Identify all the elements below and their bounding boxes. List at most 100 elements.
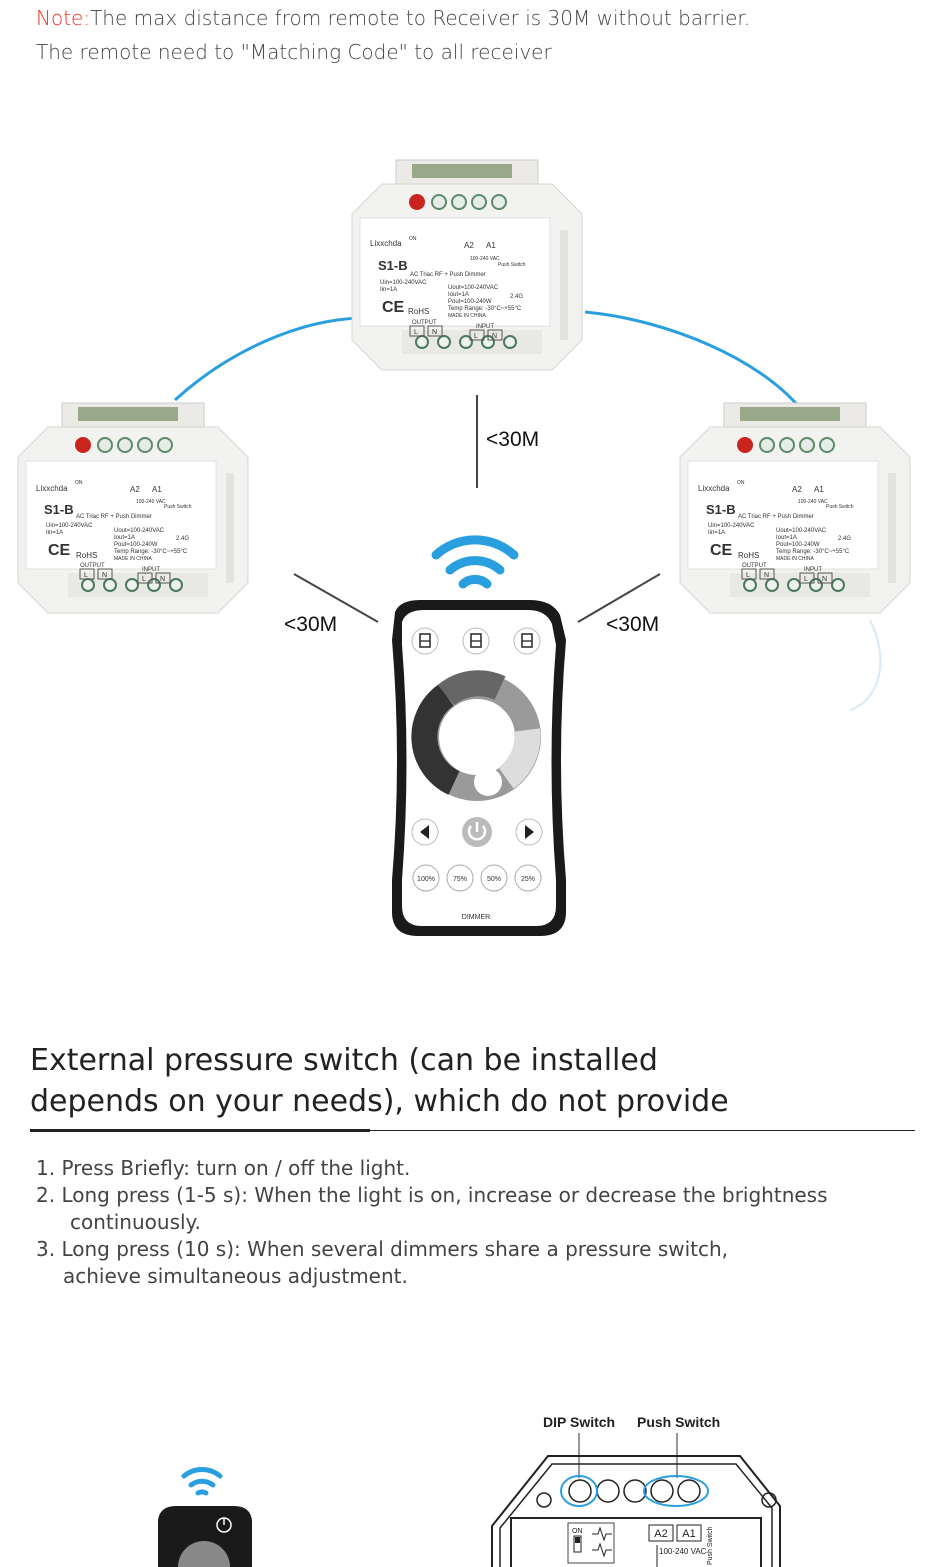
distance-label-right: <30M — [606, 613, 660, 636]
svg-text:CE: CE — [48, 542, 71, 559]
receiver-right-freq: 2.4G — [838, 536, 851, 542]
brightness-25-button[interactable]: 25% — [514, 864, 542, 892]
receiver-uin: Uin=100-240VAC — [380, 280, 427, 286]
receiver-right-pout: Pout=100-240W — [776, 542, 820, 548]
signal-arc-right — [584, 310, 802, 409]
remote-label: DIMMER — [462, 914, 490, 921]
receiver-left-made: MADE IN CHINA — [114, 556, 152, 562]
distance-label-top: <30M — [486, 428, 540, 451]
brightness-100-label: 100% — [417, 876, 435, 883]
distance-line-right — [577, 573, 661, 623]
receiver-right-temp: Temp Range: -30°C~+55°C — [776, 549, 850, 555]
section-heading: External pressure switch (can be install… — [30, 1043, 729, 1119]
receiver-right-rohs: RoHS — [738, 551, 759, 560]
receiver-brand: Lixxchda — [370, 239, 402, 248]
brightness-25-label: 25% — [521, 876, 535, 883]
wifi-small-icon — [181, 1467, 223, 1496]
receiver-left-iout: Iout=1A — [114, 535, 135, 541]
instruction-list: 1. Press Briefly: turn on / off the ligh… — [36, 1155, 828, 1290]
receiver-vac: 100-240 VAC — [470, 256, 500, 262]
wiring-device: ON A2 A1 100-240 VAC Push Switch — [491, 1455, 781, 1567]
receiver-output: OUTPUT — [412, 320, 437, 326]
device-vac: 100-240 VAC — [659, 1547, 707, 1556]
receiver-push: Push Switch — [498, 262, 526, 268]
receiver-left-subtitle: AC Triac RF + Push Dimmer — [76, 514, 152, 520]
receiver-subtitle: AC Triac RF + Push Dimmer — [410, 272, 486, 278]
receiver-left-uin: Uin=100-240VAC — [46, 523, 93, 529]
zone-button-3[interactable] — [513, 627, 541, 655]
note-label: Note: — [36, 6, 91, 30]
heading-divider — [30, 1130, 915, 1131]
remote-small — [158, 1506, 252, 1567]
bottom-diagram: ON A2 A1 100-240 VAC Push Switch — [158, 1433, 781, 1567]
receiver-right-output-n: N — [764, 572, 769, 579]
device-a1: A1 — [682, 1528, 695, 1540]
receiver-left-temp: Temp Range: -30°C~+55°C — [114, 549, 188, 555]
receiver-a1: A1 — [486, 241, 496, 250]
receiver-input-l: L — [474, 333, 478, 340]
receiver-output-l: L — [414, 329, 418, 336]
receiver-right-input-n: N — [822, 576, 827, 583]
device-on-label: ON — [572, 1528, 583, 1535]
distance-line-left — [293, 573, 379, 623]
note-text-1: The max distance from remote to Receiver… — [90, 6, 751, 30]
receiver-a2: A2 — [464, 241, 474, 250]
note-line-2: The remote need to "Matching Code" to al… — [36, 40, 552, 64]
receiver-left-brand: Lixxchda — [36, 484, 68, 493]
zone-button-1[interactable] — [411, 627, 439, 655]
receiver-right-on: ON — [737, 480, 745, 486]
receiver-right-uin: Uin=100-240VAC — [708, 523, 755, 529]
receiver-left-input-n: N — [160, 576, 165, 583]
touch-dial[interactable] — [411, 670, 541, 801]
receiver-right-made: MADE IN CHINA — [776, 556, 814, 562]
receiver-right-a1: A1 — [814, 485, 824, 494]
right-arrow-button[interactable] — [515, 818, 543, 846]
receiver-pout: Pout=100-240W — [448, 299, 492, 305]
receiver-input-n: N — [492, 333, 497, 340]
power-button[interactable] — [462, 817, 492, 847]
brightness-50-button[interactable]: 50% — [480, 864, 508, 892]
receiver-rohs: RoHS — [408, 307, 429, 316]
receiver-left-input: INPUT — [142, 567, 160, 573]
svg-text:CE: CE — [382, 299, 405, 316]
dip-switch-label: DIP Switch — [543, 1414, 616, 1430]
receiver-right-brand: Lixxchda — [698, 484, 730, 493]
device-push-label: Push Switch — [707, 1526, 714, 1565]
note-line-1: Note:The max distance from remote to Rec… — [36, 6, 750, 30]
distance-label-left: <30M — [284, 613, 338, 636]
push-switch-label: Push Switch — [637, 1414, 721, 1430]
receiver-left-output: OUTPUT — [80, 563, 105, 569]
signal-arc-left — [173, 316, 361, 402]
wifi-icon — [431, 535, 519, 589]
receiver-left-on: ON — [75, 480, 83, 486]
receiver-right-output: OUTPUT — [742, 563, 767, 569]
brightness-50-label: 50% — [487, 876, 501, 883]
left-arrow-button[interactable] — [411, 818, 439, 846]
list-item: 2. Long press (1-5 s): When the light is… — [36, 1183, 828, 1207]
receiver-right-input: INPUT — [804, 567, 822, 573]
remote-control: 100% 75% 50% 25% DIMMER — [392, 600, 566, 936]
device-a2: A2 — [654, 1528, 667, 1540]
receiver-right-uout: Uout=100-240VAC — [776, 528, 827, 534]
brightness-75-button[interactable]: 75% — [446, 864, 474, 892]
svg-text:CE: CE — [710, 542, 733, 559]
receiver-model: S1-B — [378, 258, 408, 273]
receiver-made: MADE IN CHINA — [448, 313, 486, 319]
zone-button-2[interactable] — [462, 627, 490, 655]
receiver-right-input-l: L — [804, 576, 808, 583]
receiver-left-a1: A1 — [152, 485, 162, 494]
receiver-right-iout: Iout=1A — [776, 535, 797, 541]
receiver-on: ON — [409, 236, 417, 242]
receiver-right-subtitle: AC Triac RF + Push Dimmer — [738, 514, 814, 520]
receiver-left-rohs: RoHS — [76, 551, 97, 560]
receiver-left-freq: 2.4G — [176, 536, 189, 542]
brightness-100-button[interactable]: 100% — [412, 864, 440, 892]
receiver-right-model: S1-B — [706, 502, 736, 517]
receiver-diagram: Lixxchda S1-B AC Triac RF + Push Dimmer … — [17, 159, 911, 936]
receiver-left-vac: 100-240 VAC — [136, 499, 166, 505]
receiver-iin: Iin=1A — [380, 287, 397, 293]
receiver-left-push: Push Switch — [164, 504, 192, 510]
receiver-left-input-l: L — [142, 576, 146, 583]
receiver-right-vac: 100-240 VAC — [798, 499, 828, 505]
receiver-input: INPUT — [476, 324, 494, 330]
